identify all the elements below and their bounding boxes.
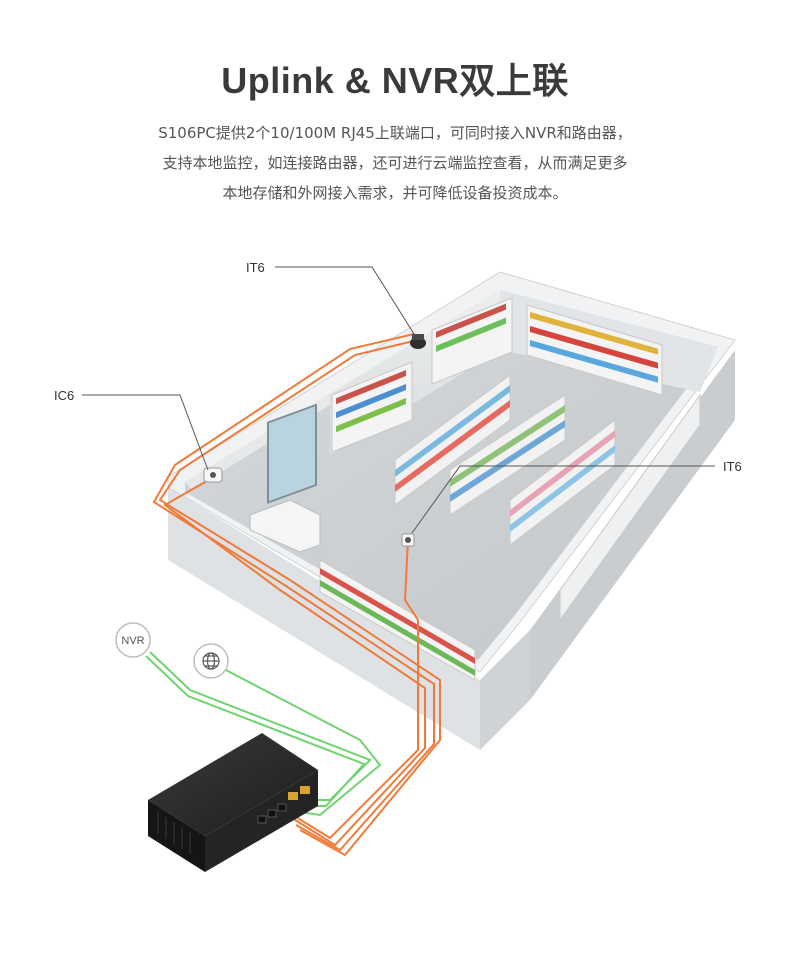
- nvr-label: NVR: [121, 635, 144, 647]
- camera-left: [203, 467, 223, 483]
- shelf-back-right: [526, 304, 663, 396]
- shelf-island-1: [394, 374, 511, 506]
- callout-line-right: [411, 465, 715, 534]
- callout-label-it6-right: IT6: [723, 459, 742, 474]
- poe-cable-ic6: [163, 477, 426, 847]
- page-title: Uplink & NVR双上联: [221, 60, 569, 101]
- nvr-node: NVR: [115, 622, 151, 658]
- uplink-cable-nvr-2: [145, 655, 366, 807]
- poe-cable-it6-right: [287, 539, 419, 840]
- store-front-wall: [480, 630, 530, 750]
- switch-top: [148, 733, 318, 836]
- glass-door: [267, 403, 317, 504]
- poe-cables: [152, 333, 441, 857]
- description-line-2: 支持本地监控，如连接路由器，还可进行云端监控查看，从而满足更多: [162, 154, 628, 172]
- camera-right: [401, 533, 415, 547]
- shelf-back-center: [431, 297, 513, 385]
- uplink-cable-nvr: [149, 651, 372, 801]
- switch-ports: [257, 786, 310, 824]
- poe-cable-it6-top: [158, 339, 441, 857]
- shelf-right-wall: [559, 393, 701, 622]
- callout-line-left: [82, 394, 209, 471]
- callout-lines: [82, 266, 715, 534]
- description-line-3: 本地存储和外网接入需求，并可降低设备投资成本。: [222, 184, 568, 202]
- camera-top: [410, 334, 426, 349]
- shelf-front: [319, 559, 476, 681]
- router-node: [193, 643, 229, 679]
- switch-left-side: [148, 800, 205, 872]
- store-shelves: [319, 297, 701, 681]
- callout-label-ic6: IC6: [54, 388, 74, 403]
- callout-line-top: [275, 266, 415, 335]
- uplink-cables: [145, 651, 382, 817]
- poe-cable-it6-top-2: [152, 333, 435, 852]
- checkout-counter: [249, 499, 321, 553]
- poe-switch: [148, 733, 318, 872]
- callout-label-it6-top: IT6: [246, 260, 265, 275]
- uplink-cable-router: [221, 667, 382, 817]
- globe-icon: [202, 652, 220, 670]
- shelf-island-3: [509, 418, 616, 547]
- description-line-1: S106PC提供2个10/100M RJ45上联端口，可同时接入NVR和路由器，: [158, 124, 632, 142]
- shelf-back-left: [331, 361, 413, 453]
